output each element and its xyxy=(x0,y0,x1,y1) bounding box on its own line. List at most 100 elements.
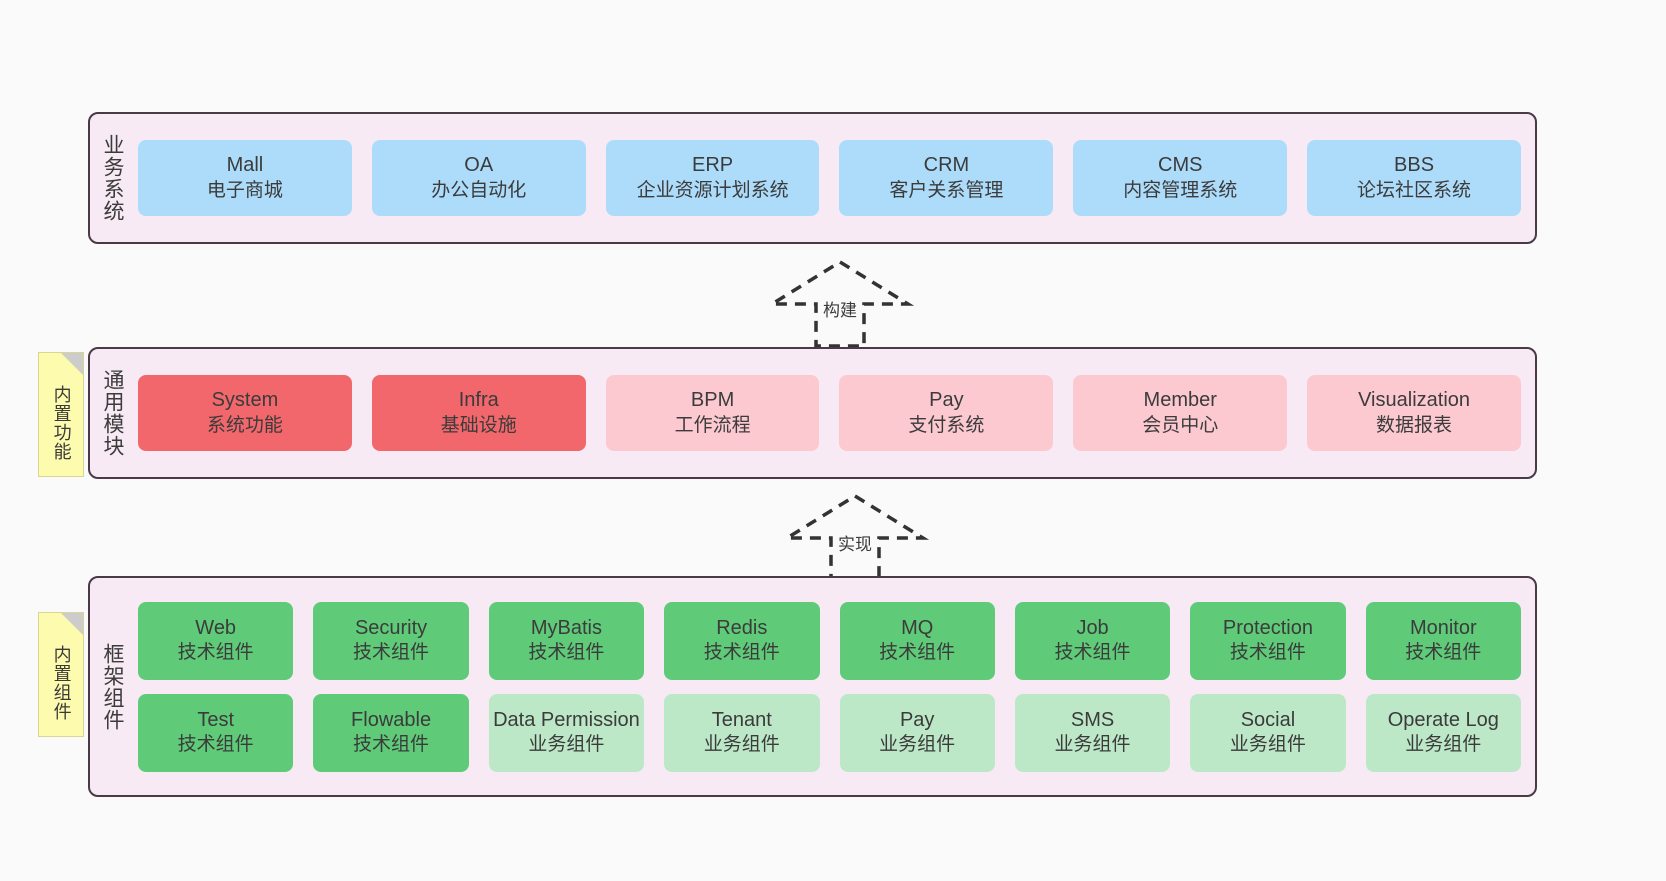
card-subtitle: 会员中心 xyxy=(1142,414,1219,436)
card-infra[interactable]: Infra 基础设施 xyxy=(371,375,586,451)
note-label: 内置功能 xyxy=(51,384,72,461)
card-subtitle: 业务组件 xyxy=(1054,734,1131,756)
card-subtitle: 企业资源计划系统 xyxy=(636,179,789,201)
card-title: Job xyxy=(1076,616,1109,639)
layer-title-framework-components: 框架组件 xyxy=(100,642,124,731)
card-subtitle: 技术组件 xyxy=(528,642,605,664)
framework-tech-row: Web 技术组件 Security 技术组件 MyBatis 技术组件 Redi… xyxy=(138,601,1521,680)
layer-common-modules: 通用模块 System 系统功能 Infra 基础设施 BPM 工作流程 Pay… xyxy=(88,347,1537,479)
card-title: Social xyxy=(1240,708,1296,731)
card-title: Member xyxy=(1143,389,1217,412)
arrow-build: 构建 xyxy=(760,258,920,350)
card-monitor[interactable]: Monitor 技术组件 xyxy=(1365,601,1521,680)
card-subtitle: 客户关系管理 xyxy=(889,179,1004,201)
card-title: Operate Log xyxy=(1387,708,1499,731)
card-erp[interactable]: ERP 企业资源计划系统 xyxy=(605,140,820,216)
card-title: Visualization xyxy=(1358,389,1471,412)
card-title: Infra xyxy=(458,389,499,412)
layer-body-business-system: Mall 电子商城 OA 办公自动化 ERP 企业资源计划系统 CRM 客户关系… xyxy=(134,114,1535,242)
card-title: CMS xyxy=(1158,154,1203,177)
card-title: BBS xyxy=(1394,154,1435,177)
card-subtitle: 业务组件 xyxy=(528,734,605,756)
card-protection[interactable]: Protection 技术组件 xyxy=(1190,601,1346,680)
card-subtitle: 内容管理系统 xyxy=(1123,179,1238,201)
card-redis[interactable]: Redis 技术组件 xyxy=(664,601,820,680)
business-system-row: Mall 电子商城 OA 办公自动化 ERP 企业资源计划系统 CRM 客户关系… xyxy=(138,140,1521,216)
card-web[interactable]: Web 技术组件 xyxy=(138,601,294,680)
note-builtin-function: 内置功能 xyxy=(38,352,84,477)
card-subtitle: 技术组件 xyxy=(353,642,430,664)
card-subtitle: 数据报表 xyxy=(1376,414,1453,436)
card-subtitle: 技术组件 xyxy=(879,642,956,664)
card-title: Web xyxy=(195,616,237,639)
card-crm[interactable]: CRM 客户关系管理 xyxy=(839,140,1054,216)
note-fold-corner-icon xyxy=(61,613,83,635)
card-title: Flowable xyxy=(351,708,432,731)
card-title: Tenant xyxy=(711,708,772,731)
card-oa[interactable]: OA 办公自动化 xyxy=(371,140,586,216)
card-title: Monitor xyxy=(1409,616,1477,639)
card-mq[interactable]: MQ 技术组件 xyxy=(839,601,995,680)
note-label: 内置组件 xyxy=(51,644,72,721)
card-subtitle: 技术组件 xyxy=(353,734,430,756)
card-pay-module[interactable]: Pay 支付系统 xyxy=(839,375,1054,451)
note-builtin-component: 内置组件 xyxy=(38,612,84,737)
card-security[interactable]: Security 技术组件 xyxy=(313,601,469,680)
card-pay-component[interactable]: Pay 业务组件 xyxy=(839,693,995,772)
layer-title-common-modules: 通用模块 xyxy=(100,369,124,457)
card-subtitle: 技术组件 xyxy=(177,642,254,664)
card-subtitle: 技术组件 xyxy=(1054,642,1131,664)
layer-business-system: 业务系统 Mall 电子商城 OA 办公自动化 ERP 企业资源计划系统 CRM… xyxy=(88,112,1537,244)
card-title: OA xyxy=(464,154,494,177)
card-sms[interactable]: SMS 业务组件 xyxy=(1014,693,1171,772)
arrow-implement: 实现 xyxy=(775,492,935,584)
arrow-label-build: 构建 xyxy=(821,296,859,321)
card-system[interactable]: System 系统功能 xyxy=(138,375,352,451)
card-bbs[interactable]: BBS 论坛社区系统 xyxy=(1307,140,1521,216)
framework-business-row: Test 技术组件 Flowable 技术组件 Data Permission … xyxy=(138,693,1521,772)
card-member[interactable]: Member 会员中心 xyxy=(1073,375,1288,451)
card-subtitle: 业务组件 xyxy=(1229,734,1306,756)
card-subtitle: 工作流程 xyxy=(674,414,751,436)
card-subtitle: 系统功能 xyxy=(206,414,283,436)
card-social[interactable]: Social 业务组件 xyxy=(1190,693,1346,772)
card-subtitle: 基础设施 xyxy=(440,414,517,436)
common-modules-row: System 系统功能 Infra 基础设施 BPM 工作流程 Pay 支付系统… xyxy=(138,375,1521,451)
card-subtitle: 办公自动化 xyxy=(431,179,527,201)
card-title: ERP xyxy=(692,154,734,177)
card-job[interactable]: Job 技术组件 xyxy=(1014,601,1171,680)
card-operate-log[interactable]: Operate Log 业务组件 xyxy=(1365,693,1521,772)
layer-title-business-system: 业务系统 xyxy=(100,134,124,222)
card-subtitle: 技术组件 xyxy=(177,734,254,756)
card-title: Redis xyxy=(716,616,768,639)
layer-body-framework-components: Web 技术组件 Security 技术组件 MyBatis 技术组件 Redi… xyxy=(134,578,1535,795)
card-subtitle: 技术组件 xyxy=(1405,642,1482,664)
card-title: SMS xyxy=(1070,708,1115,731)
card-title: Pay xyxy=(899,708,935,731)
card-title: BPM xyxy=(690,389,735,412)
card-title: MyBatis xyxy=(530,616,602,639)
card-subtitle: 论坛社区系统 xyxy=(1357,179,1472,201)
card-visualization[interactable]: Visualization 数据报表 xyxy=(1307,375,1521,451)
card-subtitle: 业务组件 xyxy=(703,734,780,756)
card-title: Protection xyxy=(1222,616,1313,639)
card-flowable[interactable]: Flowable 技术组件 xyxy=(313,693,469,772)
arrow-label-implement: 实现 xyxy=(836,530,874,555)
card-title: Mall xyxy=(226,154,264,177)
card-cms[interactable]: CMS 内容管理系统 xyxy=(1073,140,1288,216)
card-mybatis[interactable]: MyBatis 技术组件 xyxy=(488,601,645,680)
card-subtitle: 技术组件 xyxy=(1229,642,1306,664)
card-title: CRM xyxy=(923,154,970,177)
card-bpm[interactable]: BPM 工作流程 xyxy=(605,375,820,451)
card-tenant[interactable]: Tenant 业务组件 xyxy=(664,693,820,772)
card-subtitle: 业务组件 xyxy=(1405,734,1482,756)
card-test[interactable]: Test 技术组件 xyxy=(138,693,294,772)
generalization-arrow-icon xyxy=(780,493,930,582)
card-subtitle: 业务组件 xyxy=(879,734,956,756)
card-mall[interactable]: Mall 电子商城 xyxy=(138,140,352,216)
card-data-permission[interactable]: Data Permission 业务组件 xyxy=(488,693,645,772)
card-title: MQ xyxy=(901,616,934,639)
card-title: System xyxy=(211,389,279,412)
card-title: Pay xyxy=(929,389,964,412)
